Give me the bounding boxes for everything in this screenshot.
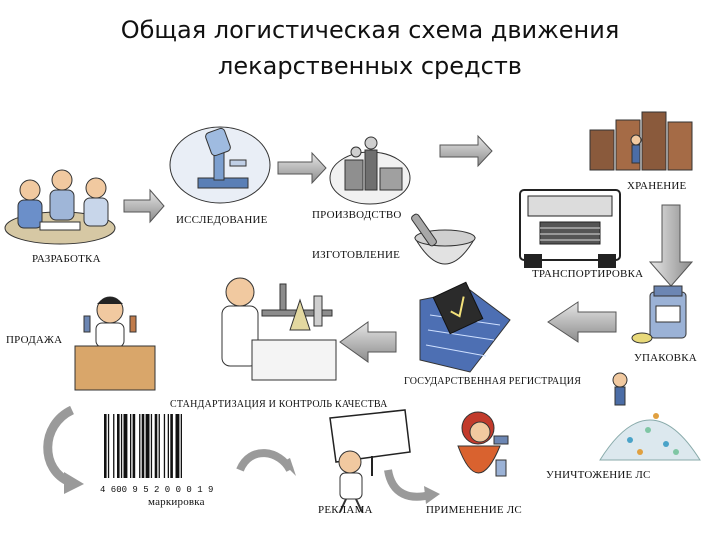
barcode-bar [107, 414, 110, 478]
barcode-bar [141, 414, 145, 478]
barcode-bar [167, 414, 169, 478]
barcode-bar [154, 414, 158, 478]
label-standardization: СТАНДАРТИЗАЦИЯ И КОНТРОЛЬ КАЧЕСТВА [170, 399, 388, 410]
label-transportation: ТРАНСПОРТИРОВКА [532, 268, 644, 280]
development-team-illustration [4, 169, 116, 245]
barcode-bar [123, 414, 128, 478]
arrow-packaging-to-registration [547, 301, 617, 343]
pill-bottle-illustration [631, 285, 687, 344]
microscope-illustration [169, 126, 271, 204]
arrow-research-to-production [277, 151, 327, 185]
title-line-2: лекарственных средств [218, 52, 522, 80]
barcode-bar [117, 414, 120, 478]
barcode-bars [104, 414, 182, 478]
label-destruction: УНИЧТОЖЕНИЕ ЛС [546, 469, 651, 481]
barcode-bar [113, 414, 115, 478]
warehouse-illustration [589, 111, 693, 171]
arrow-storage-down-to-packaging [648, 204, 694, 287]
barcode-bar [180, 414, 182, 478]
truck-illustration [519, 189, 621, 268]
label-advertising: РЕКЛАМА [318, 504, 373, 516]
scientist-lab-illustration [221, 277, 337, 381]
barcode-bar [150, 414, 153, 478]
curved-arrow-left [43, 405, 84, 494]
title-line-1: Общая логистическая схема движения [120, 16, 620, 44]
diagram-title: Общая логистическая схема движения лекар… [60, 12, 680, 84]
pharmacist-counter-illustration [74, 296, 156, 391]
label-sale: ПРОДАЖА [6, 334, 63, 346]
barcode-bar [130, 414, 132, 478]
arrow-production-to-storage [439, 134, 493, 168]
arrow-development-to-research [123, 188, 165, 224]
curved-arrow-right [384, 469, 440, 504]
barcode-bar [163, 414, 166, 478]
mortar-pestle-illustration [411, 213, 476, 265]
label-research: ИССЛЕДОВАНИЕ [176, 214, 268, 226]
label-application: ПРИМЕНЕНИЕ ЛС [426, 504, 522, 516]
barcode-bar [139, 414, 141, 478]
label-storage: ХРАНЕНИЕ [627, 180, 687, 192]
pill-pile-illustration [599, 372, 701, 461]
barcode-illustration: 4 600 9 5 2 0 0 0 1 9 [100, 412, 213, 495]
label-packaging: УПАКОВКА [634, 352, 697, 364]
registration-building-illustration [419, 281, 511, 373]
label-production: ПРОИЗВОДСТВО [312, 209, 402, 221]
label-development: РАЗРАБОТКА [32, 253, 101, 265]
barcode-bar [175, 414, 180, 478]
barcode-bar [145, 414, 150, 478]
barcode-bar [170, 414, 173, 478]
label-marking: маркировка [148, 496, 205, 508]
barcode-bar [158, 414, 160, 478]
barcode-bar [132, 414, 136, 478]
factory-illustration [329, 136, 411, 205]
barcode-bar [104, 414, 107, 478]
curved-arrow-middle [236, 449, 296, 476]
patient-woman-illustration [457, 411, 509, 477]
advertising-person-illustration [329, 409, 411, 513]
barcode-bar [120, 414, 123, 478]
barcode-digits: 4 600 9 5 2 0 0 0 1 9 [100, 485, 213, 495]
label-manufacturing: ИЗГОТОВЛЕНИЕ [312, 249, 401, 261]
label-state-registration: ГОСУДАРСТВЕННАЯ РЕГИСТРАЦИЯ [404, 376, 582, 387]
arrow-registration-to-sale [339, 321, 397, 363]
